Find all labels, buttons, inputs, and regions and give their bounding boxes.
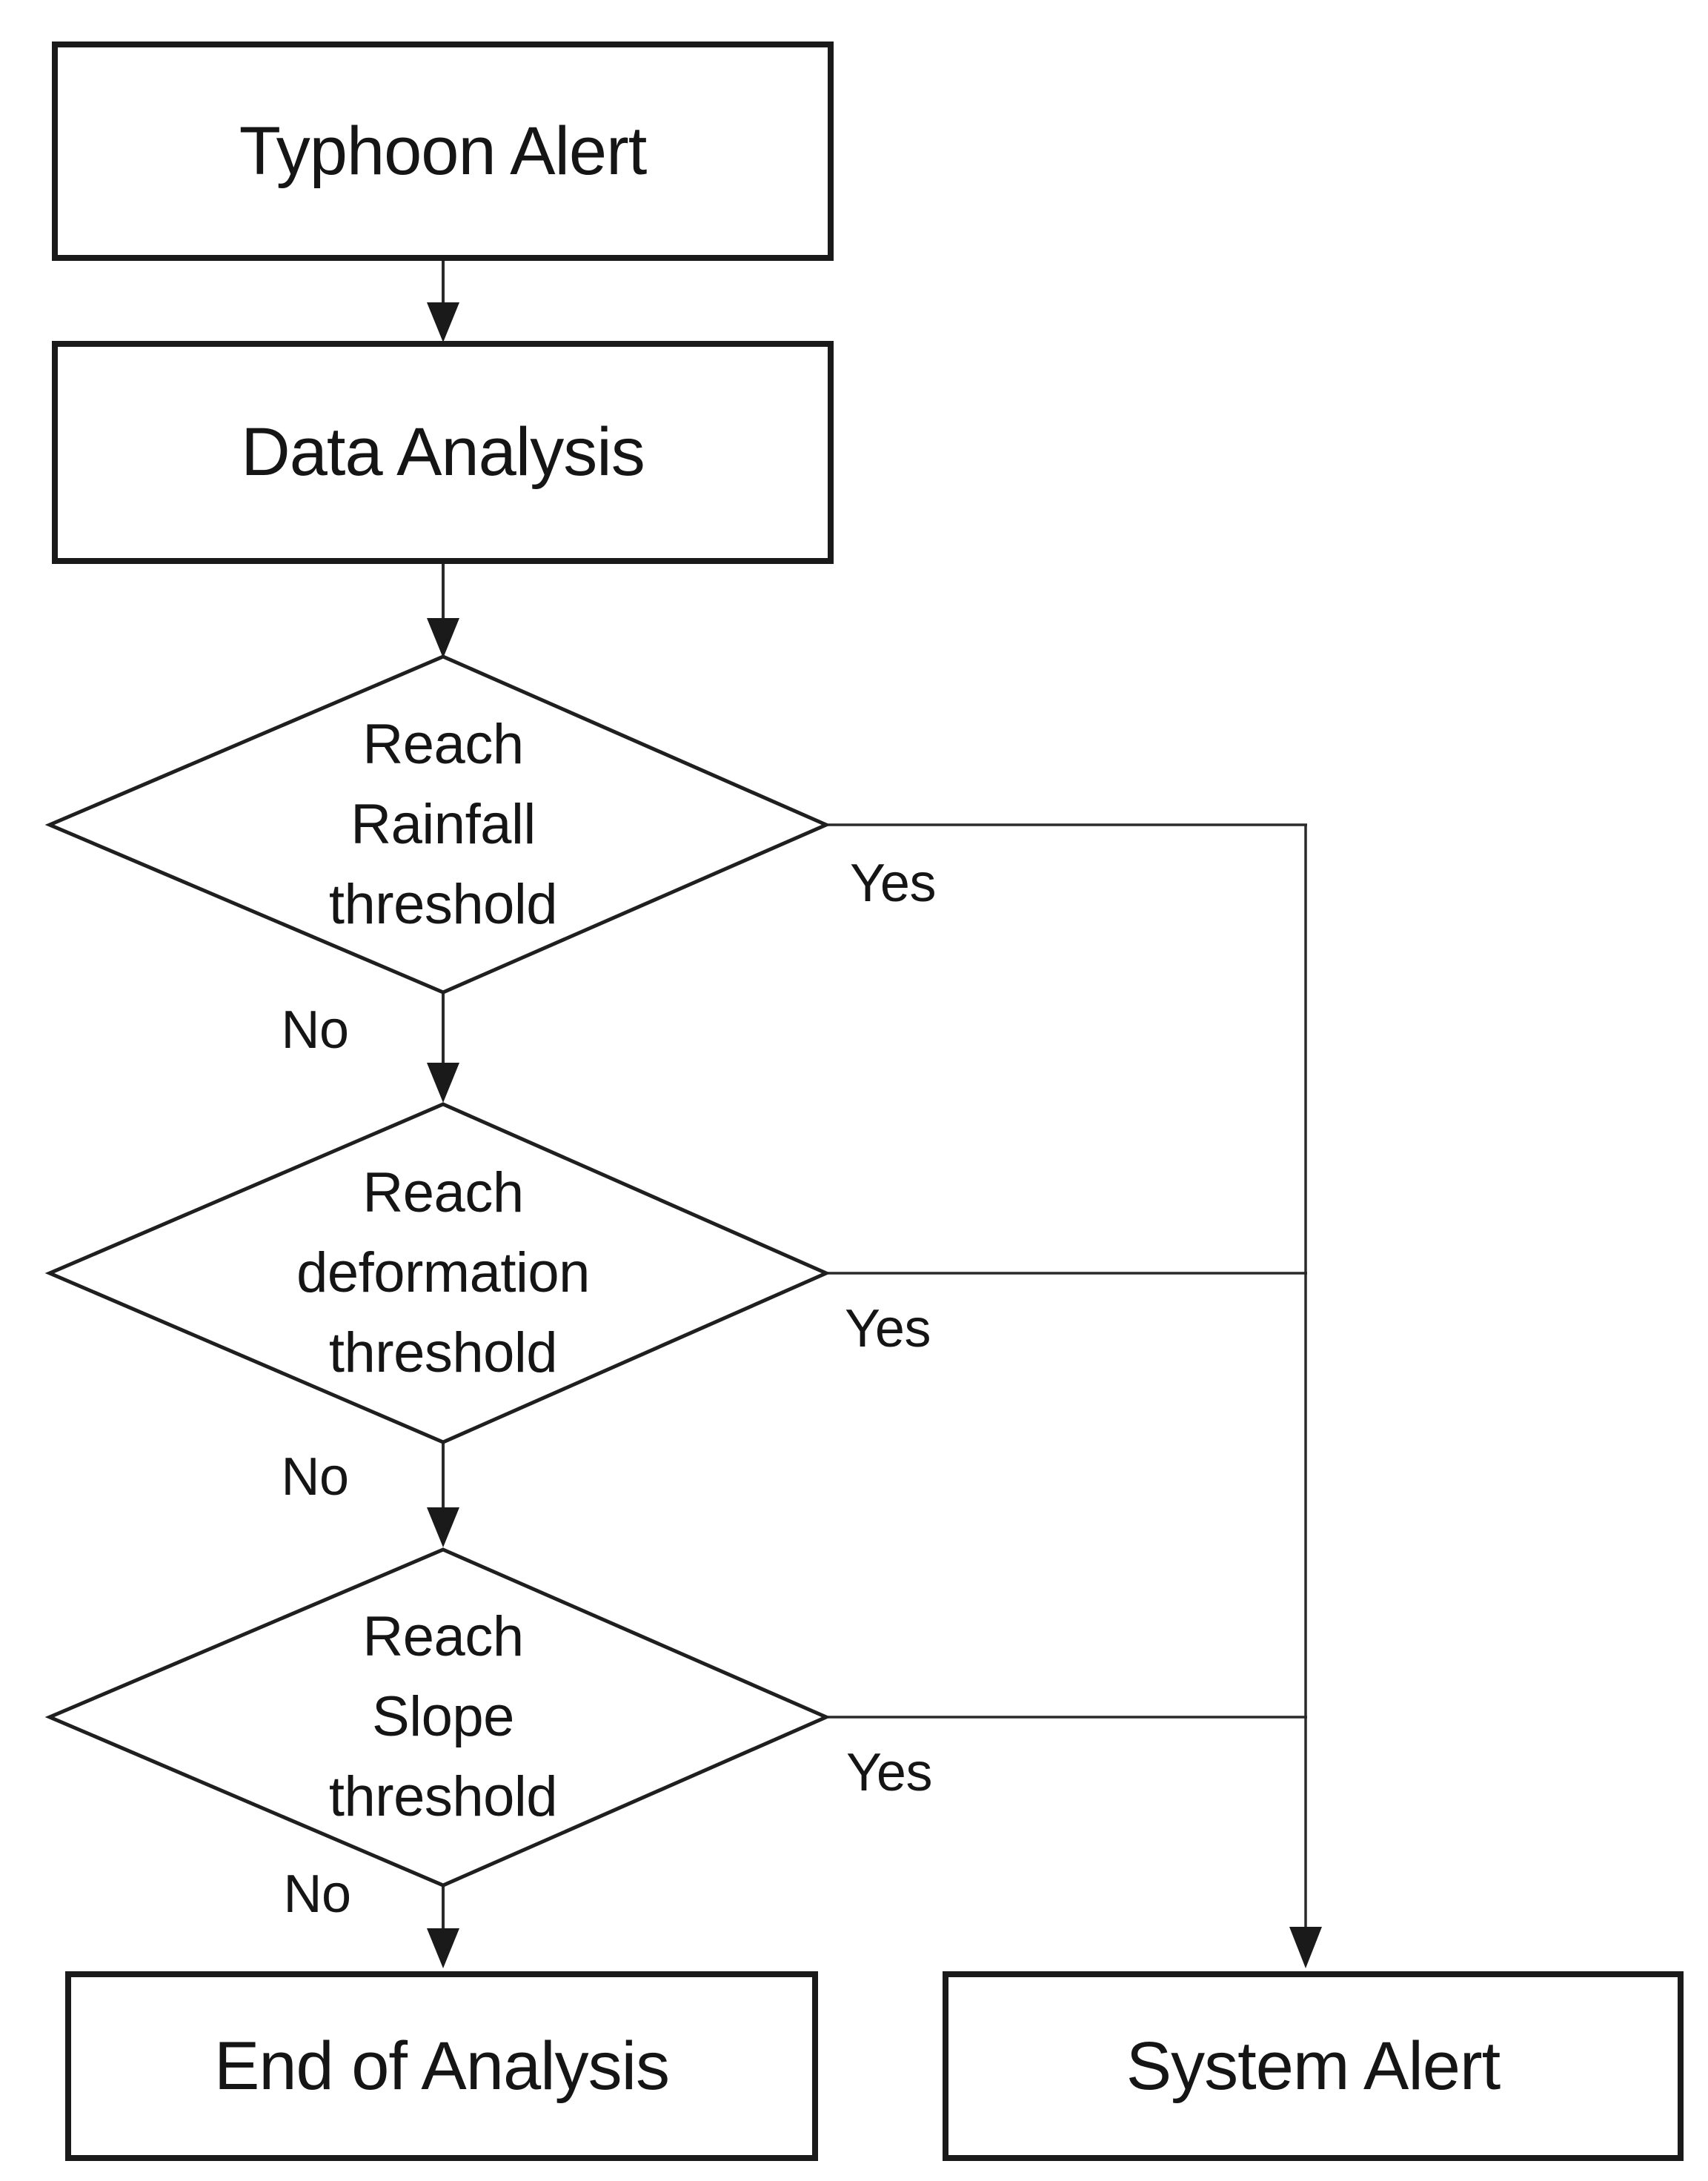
decision-deformation-threshold-label: Reach deformation threshold	[184, 1153, 702, 1393]
decision-deformation-threshold-shape	[44, 1102, 831, 1444]
arrowhead-data-to-rainfall	[427, 618, 459, 658]
node-end-of-analysis: End of Analysis	[65, 1971, 818, 2161]
label-deformation-no: No	[281, 1447, 349, 1507]
arrowhead-deformation-no	[427, 1507, 459, 1547]
arrowhead-slope-no	[427, 1928, 459, 1968]
arrowhead-system-alert	[1289, 1927, 1322, 1968]
decision-rainfall-threshold-shape	[44, 654, 831, 995]
arrowhead-rainfall-no	[427, 1063, 459, 1103]
node-data-analysis: Data Analysis	[52, 341, 834, 564]
decision-deformation-line-2: deformation	[296, 1241, 590, 1304]
node-end-of-analysis-label: End of Analysis	[213, 2028, 670, 2104]
node-system-alert: System Alert	[943, 1971, 1684, 2161]
decision-rainfall-threshold-label: Reach Rainfall threshold	[184, 705, 702, 945]
decision-rainfall-line-2: Rainfall	[350, 793, 536, 856]
node-typhoon-alert: Typhoon Alert	[52, 42, 834, 261]
decision-slope-line-1: Reach	[362, 1605, 524, 1668]
decision-rainfall-line-3: threshold	[328, 873, 558, 936]
arrowhead-typhoon-to-data	[427, 302, 459, 342]
label-slope-no: No	[283, 1865, 351, 1924]
decision-slope-line-3: threshold	[328, 1765, 558, 1828]
decision-rainfall-line-1: Reach	[362, 713, 524, 776]
label-deformation-yes: Yes	[845, 1299, 931, 1358]
node-system-alert-label: System Alert	[1126, 2028, 1501, 2104]
decision-deformation-line-3: threshold	[328, 1321, 558, 1384]
node-data-analysis-label: Data Analysis	[241, 414, 645, 490]
decision-slope-line-2: Slope	[372, 1685, 514, 1748]
node-typhoon-alert-label: Typhoon Alert	[239, 113, 648, 189]
decision-deformation-line-1: Reach	[362, 1161, 524, 1224]
label-rainfall-yes: Yes	[850, 854, 936, 913]
decision-slope-threshold-label: Reach Slope threshold	[184, 1597, 702, 1837]
decision-slope-threshold-shape	[44, 1547, 831, 1888]
label-slope-yes: Yes	[846, 1743, 932, 1802]
label-rainfall-no: No	[281, 1000, 349, 1060]
